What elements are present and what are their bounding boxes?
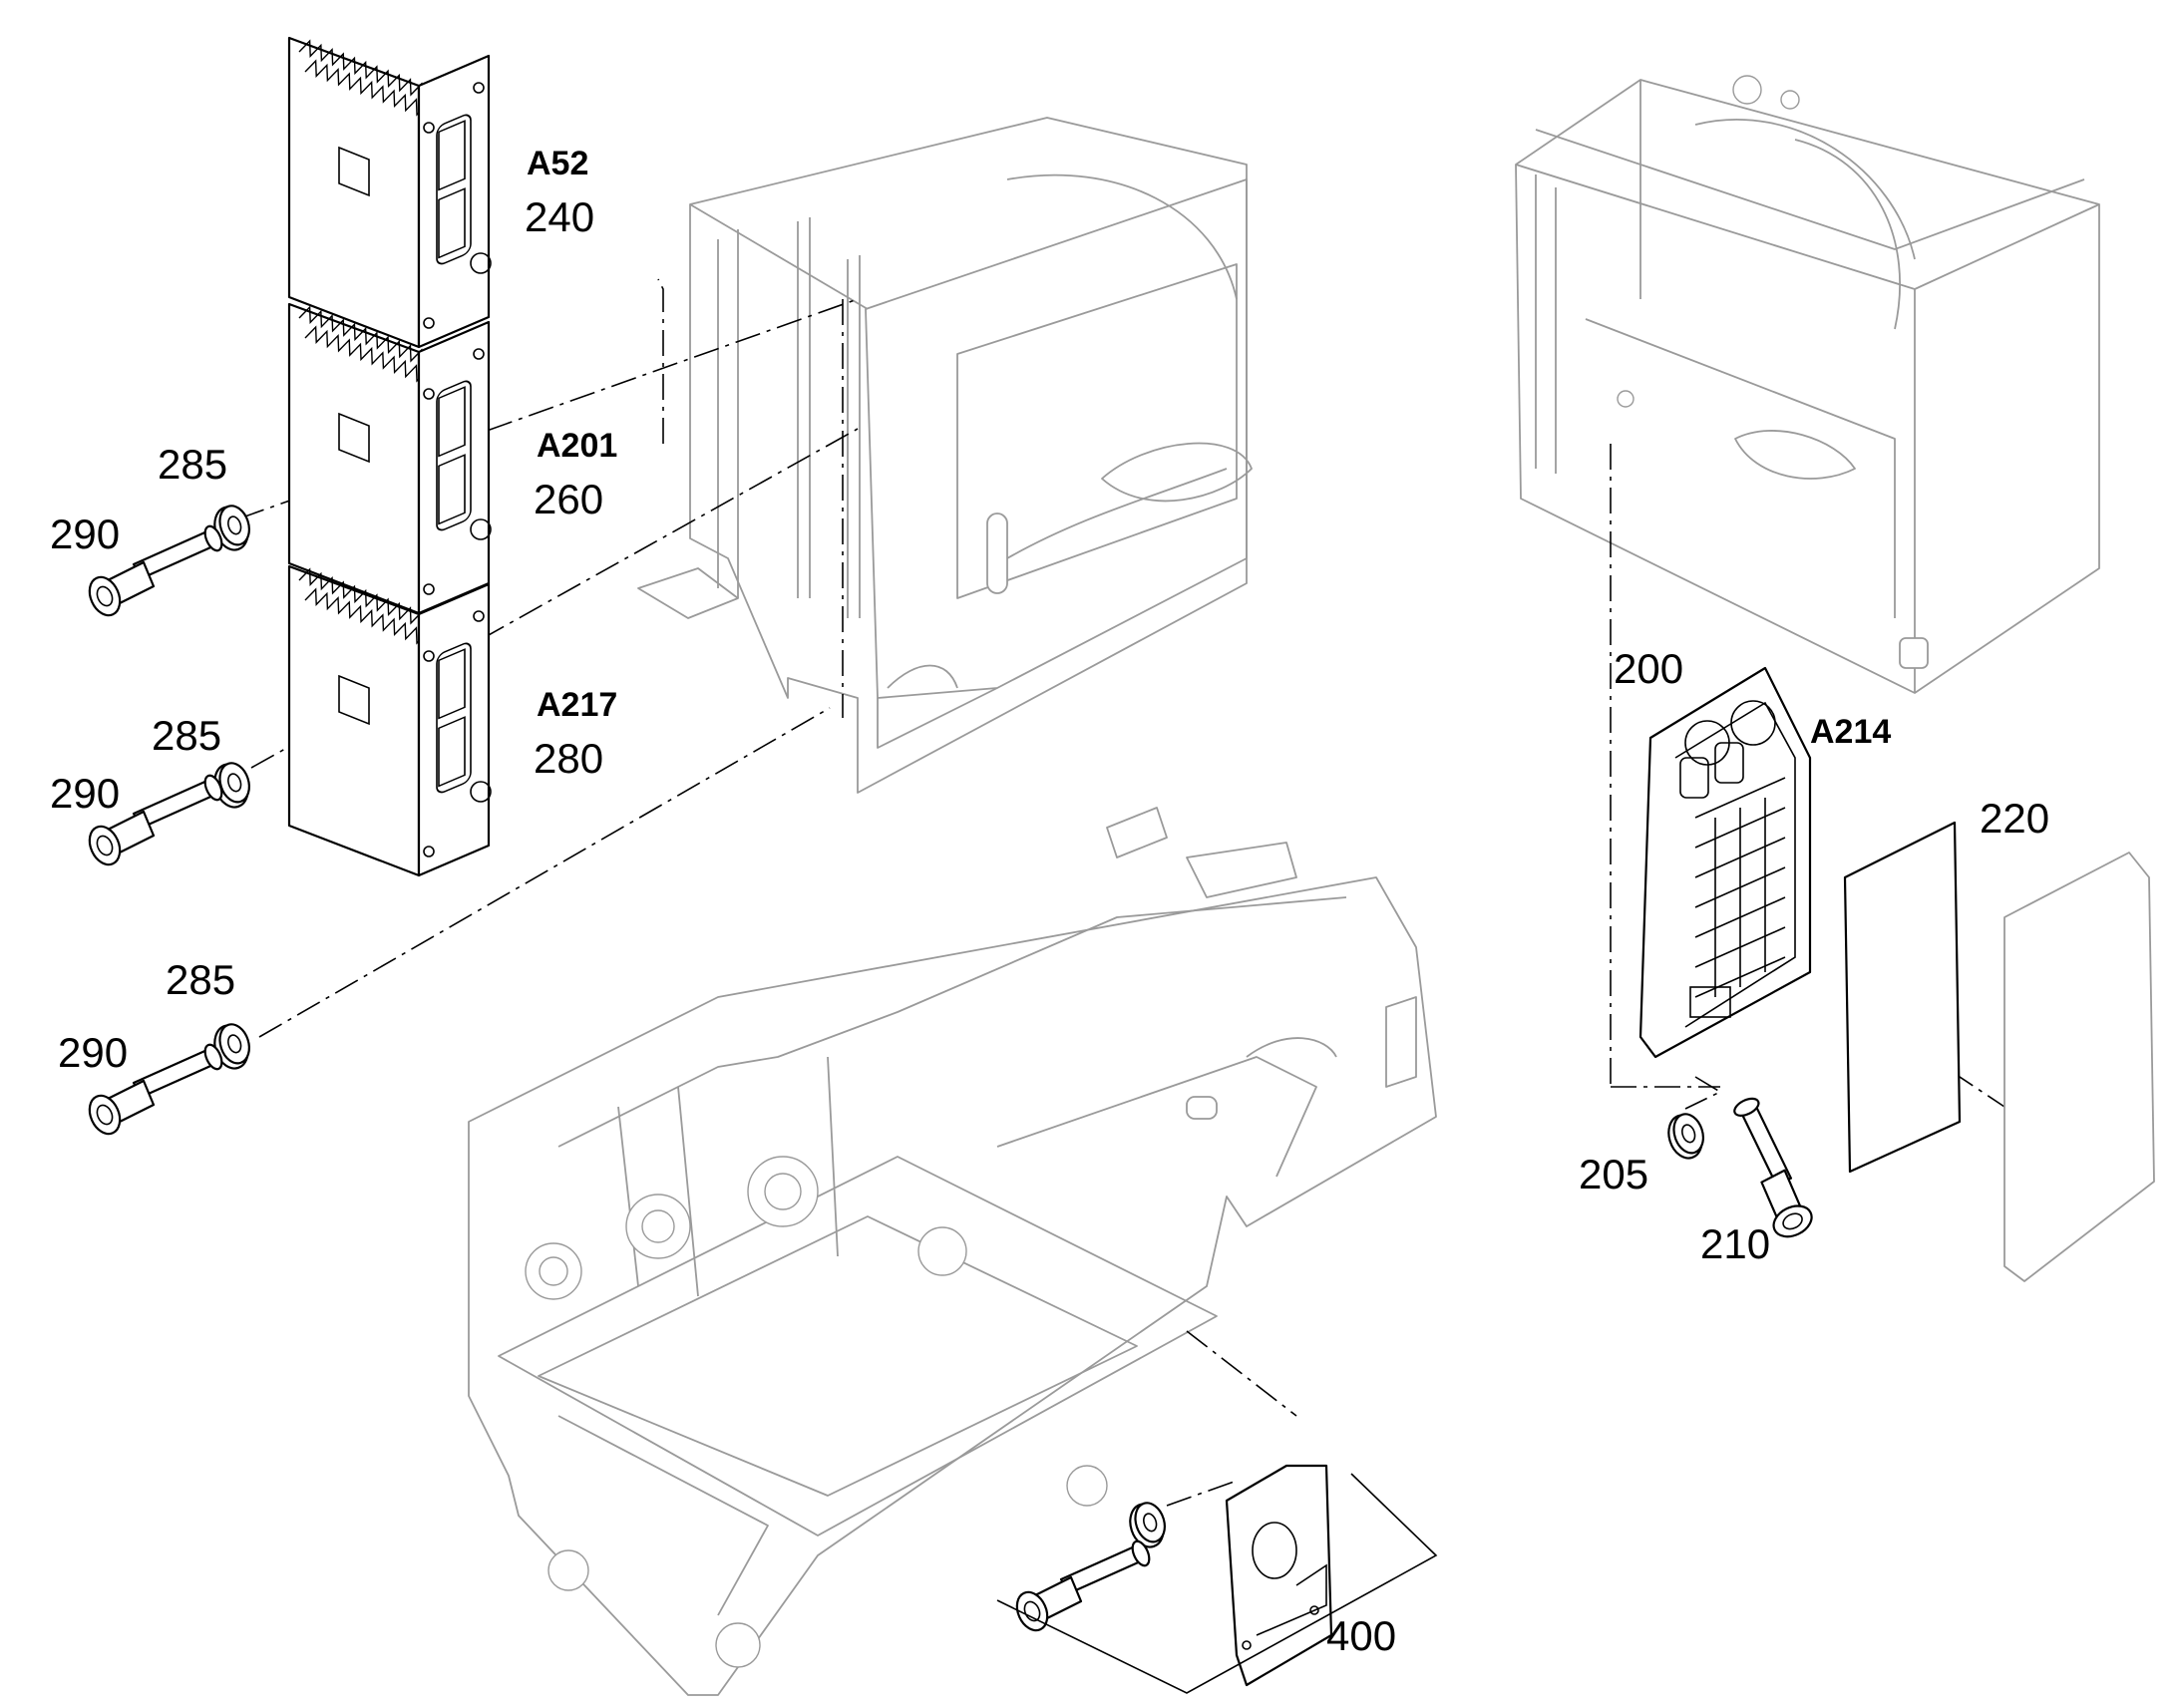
label-280: 280 (534, 735, 603, 782)
label-240: 240 (525, 193, 594, 240)
screw-400[interactable] (1009, 1537, 1154, 1637)
label-285-c: 285 (166, 956, 235, 1003)
ecu-a201[interactable] (289, 304, 491, 613)
washer-400[interactable] (1123, 1498, 1171, 1552)
ecu-a52[interactable] (289, 38, 491, 347)
upper-housing-frame (637, 117, 1253, 794)
label-285-a: 285 (158, 441, 227, 488)
label-a214: A214 (1810, 713, 1891, 751)
label-205: 205 (1579, 1151, 1648, 1197)
kit-400-bracket-line (996, 1473, 1438, 1694)
cover-220[interactable] (1843, 821, 1962, 1174)
label-a52: A52 (527, 145, 588, 182)
label-285-b: 285 (152, 712, 221, 759)
label-400: 400 (1326, 1612, 1396, 1659)
label-a217: A217 (537, 686, 617, 724)
right-box-frame (1515, 75, 2100, 694)
ecu-a217[interactable] (289, 566, 491, 875)
label-260: 260 (534, 476, 603, 522)
label-200: 200 (1614, 645, 1683, 692)
label-290-a: 290 (50, 511, 120, 557)
fuse-board-a214[interactable] (1638, 666, 1812, 1059)
side-panel (2003, 852, 2155, 1282)
undercarriage-chassis (468, 807, 1437, 1696)
label-a201: A201 (537, 427, 617, 465)
label-290-b: 290 (50, 770, 120, 817)
label-210: 210 (1700, 1220, 1770, 1267)
label-220: 220 (1980, 795, 2049, 842)
label-290-c: 290 (58, 1029, 128, 1076)
washer-205[interactable] (1661, 1109, 1709, 1164)
bracket-400[interactable] (1225, 1464, 1333, 1687)
